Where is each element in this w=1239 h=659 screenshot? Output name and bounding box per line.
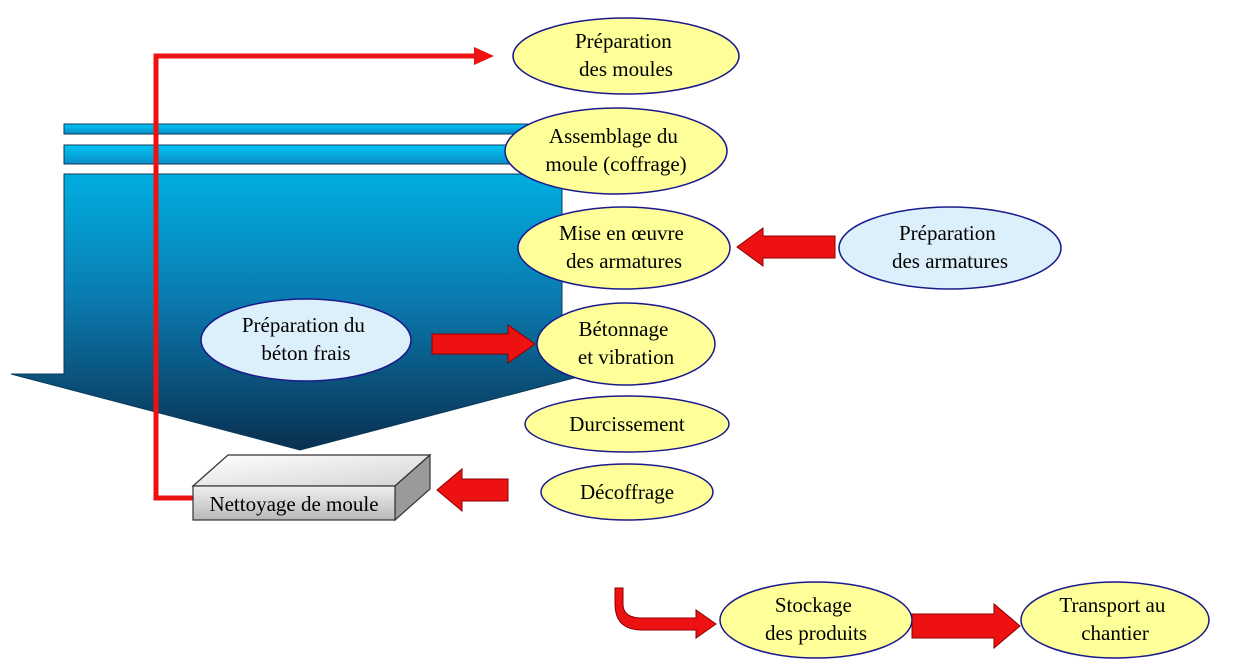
input-shape: [200, 298, 412, 382]
input-label: Préparation du béton frais: [242, 313, 370, 365]
return-line-path: [153, 53, 476, 501]
step-label-line: Assemblage du: [549, 124, 678, 148]
step-label: Stockage des produits: [765, 593, 867, 645]
step-label: Bétonnage et vibration: [578, 317, 675, 369]
step-stockage-produits: Stockage des produits: [719, 581, 913, 659]
step-label: Préparation des moules: [575, 29, 677, 81]
step-shape: [1020, 581, 1210, 659]
step-preparation-moules: Préparation des moules: [512, 17, 740, 95]
return-line: [153, 47, 494, 501]
step-shape: [536, 302, 716, 386]
step-label-line: Bétonnage: [578, 317, 668, 341]
flow-arrows: [431, 227, 1021, 650]
input-label-line: des armatures: [892, 249, 1008, 273]
input-preparation-beton: Préparation du béton frais: [200, 298, 412, 382]
step-shape: [504, 107, 728, 195]
cleaning-box: Nettoyage de moule: [191, 453, 432, 522]
step-label-line: Stockage: [775, 593, 852, 617]
step-label-line: Mise en œuvre: [559, 221, 684, 245]
input-label-line: béton frais: [261, 341, 350, 365]
step-label: Mise en œuvre des armatures: [559, 221, 689, 273]
arrow-stockage-to-transport: [911, 602, 1021, 650]
step-label: Décoffrage: [580, 480, 674, 504]
step-decoffrage: Décoffrage: [540, 463, 714, 521]
step-label-line: des produits: [765, 621, 867, 645]
step-shape: [517, 206, 731, 290]
arrow-armatures-to-mise-en-oeuvre: [736, 227, 836, 267]
step-shape: [540, 463, 714, 521]
process-funnel: [10, 123, 590, 451]
step-label-line: Préparation: [575, 29, 672, 53]
arrow-curve-to-stockage: [614, 587, 717, 639]
step-label-line: Transport au: [1059, 593, 1165, 617]
step-shape: [719, 581, 913, 659]
step-durcissement: Durcissement: [524, 395, 730, 453]
step-label-line: et vibration: [578, 345, 675, 369]
step-mise-en-oeuvre-armatures: Mise en œuvre des armatures: [517, 206, 731, 290]
step-betonnage-vibration: Bétonnage et vibration: [536, 302, 716, 386]
step-label-line: des moules: [579, 57, 673, 81]
funnel-band-middle: [63, 144, 565, 165]
input-label: Préparation des armatures: [892, 221, 1008, 273]
funnel-band-top: [63, 123, 565, 135]
step-label-line: moule (coffrage): [545, 152, 686, 176]
step-label-line: des armatures: [566, 249, 682, 273]
step-label: Durcissement: [569, 412, 685, 436]
input-preparation-armatures: Préparation des armatures: [838, 206, 1062, 290]
input-label-line: Préparation: [899, 221, 996, 245]
step-shape: [512, 17, 740, 95]
cleaning-box-label: Nettoyage de moule: [209, 492, 378, 516]
step-label-line: chantier: [1081, 621, 1149, 645]
arrow-beton-to-betonnage: [431, 324, 536, 364]
return-line-arrowhead-icon: [474, 47, 494, 65]
cleaning-box-front-face: [192, 485, 396, 521]
step-label: Transport au chantier: [1059, 593, 1170, 645]
input-shape: [838, 206, 1062, 290]
input-label-line: Préparation du: [242, 313, 366, 337]
step-label: Assemblage du moule (coffrage): [545, 124, 686, 176]
cleaning-box-top-face: [191, 454, 432, 487]
step-transport-chantier: Transport au chantier: [1020, 581, 1210, 659]
arrow-decoffrage-to-nettoyage: [436, 467, 509, 513]
step-assemblage-moule: Assemblage du moule (coffrage): [504, 107, 728, 195]
step-shape: [524, 395, 730, 453]
